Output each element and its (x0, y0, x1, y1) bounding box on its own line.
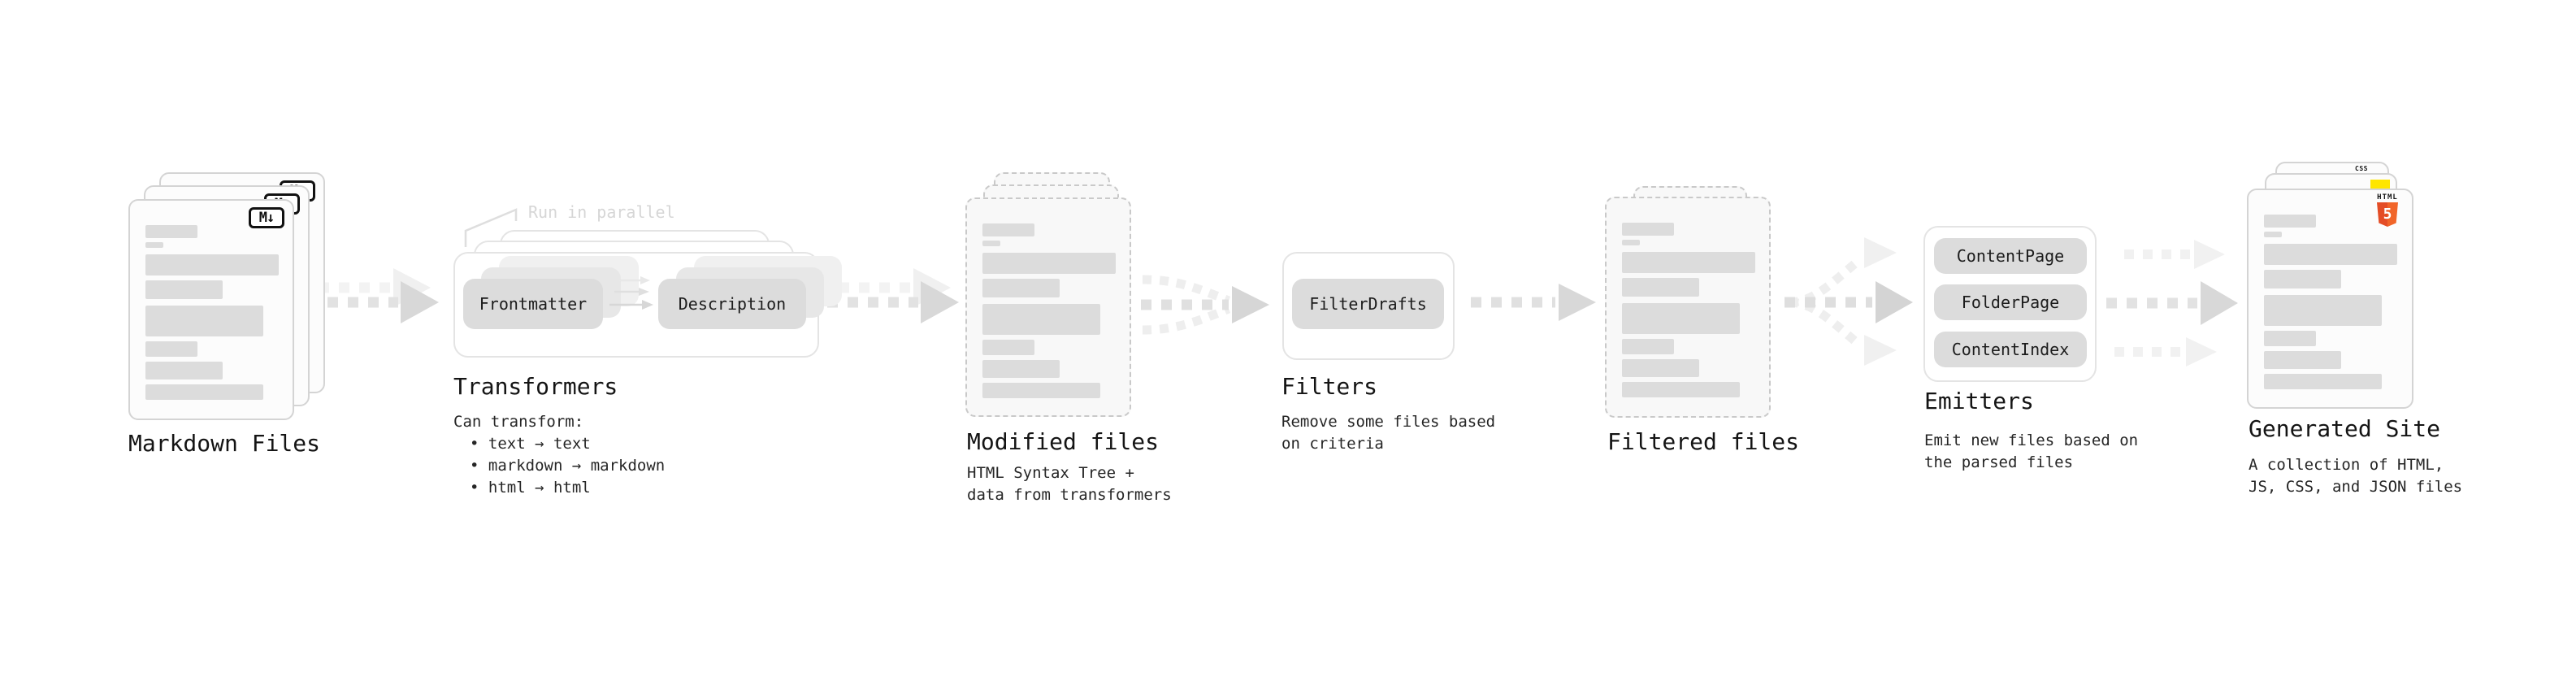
markdown-file-card-front: M↓ (128, 199, 294, 420)
filters-label: Filters (1281, 373, 1378, 400)
filters-caption-2: on criteria (1281, 435, 1384, 453)
mini-arrow-middle (614, 288, 649, 296)
arrow-filters-to-filtered (1471, 284, 1596, 321)
skeleton-bar (2264, 244, 2397, 265)
markdown-files-label: Markdown Files (128, 430, 321, 457)
emitters-label: Emitters (1924, 388, 2034, 414)
skeleton-bar (1622, 359, 1699, 377)
skeleton-bar (982, 253, 1116, 274)
parallel-transform-arrows (609, 276, 653, 310)
skeleton-text (145, 201, 292, 419)
modified-files-caption-2: data from transformers (967, 486, 1172, 504)
arrow-emitters-to-generated (2106, 240, 2238, 367)
skeleton-bar (2264, 331, 2316, 346)
generated-site-label: Generated Site (2249, 415, 2441, 442)
filters-caption-1: Remove some files based (1281, 413, 1496, 431)
arrow-dark-layer (307, 281, 439, 323)
html5-icon-word: HTML (2377, 193, 2398, 202)
arrow-middle-dark (2106, 281, 2238, 325)
html5-icon-shield: 5 (2377, 202, 2398, 227)
run-in-parallel-annotation: Run in parallel (528, 202, 675, 222)
skeleton-bar (982, 383, 1100, 398)
skeleton-bar (1622, 278, 1699, 297)
filtered-files-label: Filtered files (1607, 428, 1800, 455)
skeleton-bar (982, 304, 1100, 335)
transformers-bullet-3: • html → html (470, 479, 591, 497)
modified-files-caption-1: HTML Syntax Tree + (967, 464, 1134, 482)
arrow-top-light (2124, 240, 2225, 269)
html5-icon: HTML 5 (2374, 193, 2401, 227)
skeleton-bar (982, 340, 1034, 355)
skeleton-text (2264, 190, 2410, 407)
arrow-fan-out-to-emitters (1785, 237, 1913, 366)
skeleton-bar (2264, 351, 2341, 369)
generated-file-card-front: HTML 5 (2247, 189, 2413, 409)
skeleton-text (982, 199, 1129, 415)
description-pill: Description (658, 279, 806, 329)
filtered-file-card-front (1605, 197, 1771, 418)
run-in-parallel-leader-line (464, 208, 518, 247)
arrow-transformers-to-modified (827, 268, 959, 323)
skeleton-bar (145, 254, 279, 275)
skeleton-bar (2264, 232, 2282, 237)
skeleton-bar (982, 241, 1000, 246)
skeleton-bar (1622, 303, 1740, 334)
arrow-markdown-to-transformers (307, 268, 439, 323)
modified-files-label: Modified files (967, 428, 1160, 455)
skeleton-bar (1622, 252, 1755, 273)
transformers-caption-title: Can transform: (453, 413, 584, 431)
skeleton-bar (1622, 223, 1674, 236)
skeleton-bar (1622, 240, 1640, 245)
skeleton-bar (2264, 374, 2382, 389)
generated-site-caption-1: A collection of HTML, (2249, 456, 2444, 474)
skeleton-bar (982, 223, 1034, 236)
transformers-bullet-2: • markdown → markdown (470, 457, 666, 475)
filterdrafts-pill: FilterDrafts (1292, 279, 1444, 329)
arrow-bottom-light (2114, 337, 2217, 367)
transformers-bullet-1: • text → text (470, 435, 591, 453)
skeleton-bar (145, 341, 197, 357)
skeleton-bar (2264, 215, 2316, 228)
frontmatter-pill: Frontmatter (463, 279, 603, 329)
skeleton-bar (145, 280, 223, 299)
arrow-dark-layer (827, 281, 959, 323)
modified-file-card-front (965, 197, 1131, 417)
skeleton-bar (145, 362, 223, 380)
transformers-label: Transformers (453, 373, 618, 400)
skeleton-bar (982, 279, 1060, 297)
generated-site-caption-2: JS, CSS, and JSON files (2249, 478, 2463, 496)
contentindex-pill: ContentIndex (1934, 332, 2087, 367)
skeleton-bar (1622, 382, 1740, 397)
mini-arrow-top (619, 276, 650, 284)
mini-arrow-bottom (609, 300, 653, 310)
contentpage-pill: ContentPage (1934, 238, 2087, 274)
emitters-caption-2: the parsed files (1924, 453, 2074, 471)
css-icon-word: CSS (2355, 165, 2368, 172)
folderpage-pill: FolderPage (1934, 284, 2087, 320)
skeleton-bar (2264, 295, 2382, 326)
skeleton-bar (145, 306, 263, 336)
emitters-caption-1: Emit new files based on (1924, 432, 2139, 449)
arrow-fan-in-to-filters (1141, 275, 1269, 335)
skeleton-bar (1622, 339, 1674, 354)
html5-icon-number: 5 (2383, 206, 2392, 223)
skeleton-bar (145, 242, 163, 248)
skeleton-bar (145, 225, 197, 238)
skeleton-bar (2264, 270, 2341, 288)
skeleton-bar (982, 360, 1060, 378)
skeleton-bar (145, 384, 263, 400)
skeleton-text (1622, 198, 1768, 416)
markdown-icon: M↓ (249, 207, 284, 228)
js-icon (2370, 180, 2390, 190)
